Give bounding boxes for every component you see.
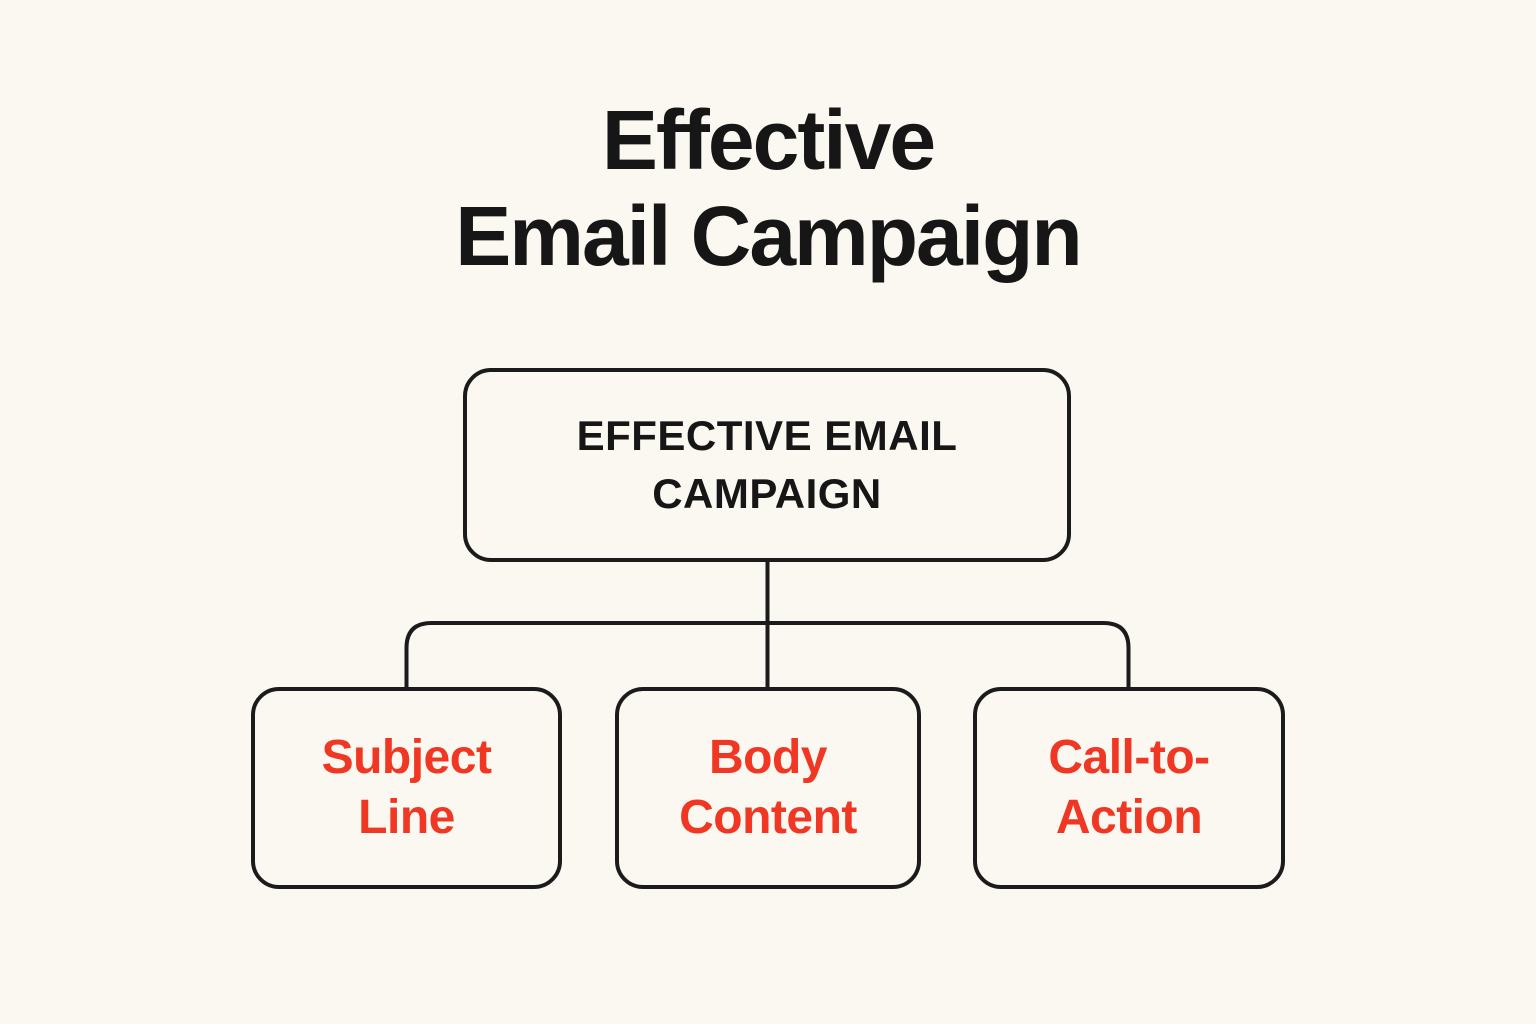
child-node-label-line-2: Line <box>358 791 455 844</box>
child-node-label-line-1: Body <box>709 731 828 784</box>
page-title: Effective Email Campaign <box>0 92 1536 284</box>
child-node-label-line-1: Call-to- <box>1048 731 1210 784</box>
child-node-call-to-action: Call-to- Action <box>973 687 1285 889</box>
child-node-label-line-1: Subject <box>321 731 492 784</box>
root-node-label-line-1: EFFECTIVE EMAIL <box>576 412 958 459</box>
child-node-subject-line: Subject Line <box>251 687 562 889</box>
child-node-label-line-2: Content <box>679 791 857 844</box>
page-title-line-1: Effective <box>601 93 936 187</box>
child-node-label-line-2: Action <box>1055 791 1203 844</box>
page-title-line-2: Email Campaign <box>455 189 1083 283</box>
connector-bracket <box>404 621 1131 689</box>
child-node-body-content: Body Content <box>615 687 921 889</box>
root-node-effective-email-campaign: EFFECTIVE EMAIL CAMPAIGN <box>463 368 1071 562</box>
root-node-label-line-2: CAMPAIGN <box>652 470 882 517</box>
